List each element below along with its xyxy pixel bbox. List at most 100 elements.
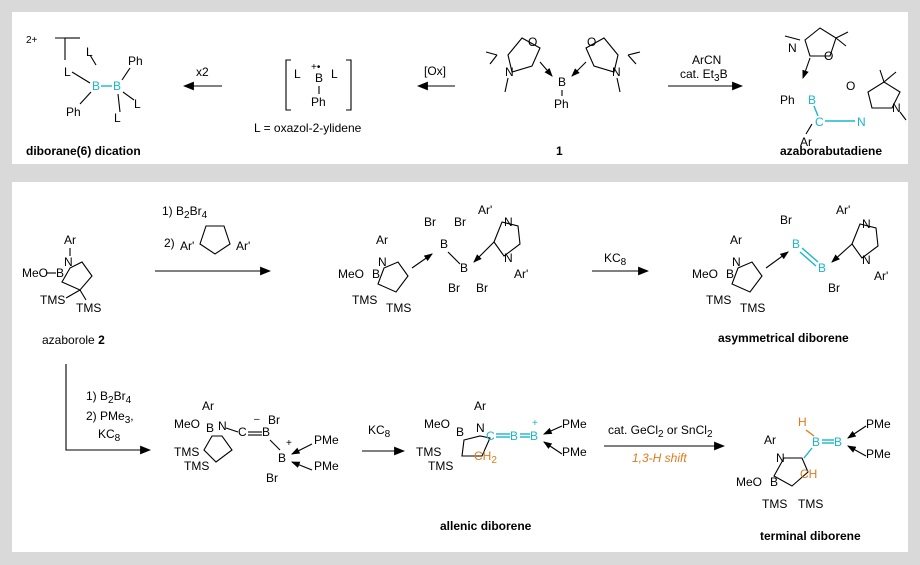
svg-text:B: B	[792, 237, 800, 251]
svg-text:N: N	[862, 253, 871, 267]
radical-cation-structure: L +• B L Ph L = oxazol-2-ylidene	[254, 59, 362, 135]
svg-text:B: B	[530, 429, 538, 443]
svg-text:Br: Br	[266, 471, 278, 485]
svg-text:TMS: TMS	[740, 301, 765, 315]
svg-text:N: N	[504, 215, 513, 229]
svg-text:CH: CH	[800, 467, 817, 481]
oxidation-label: [Ox]	[424, 64, 446, 78]
svg-text:O: O	[846, 79, 855, 93]
svg-text:N: N	[892, 101, 901, 115]
asymmetrical-diborene-structure: Ar N B MeO TMS TMS B Br B Br Ar' N N Ar'…	[692, 203, 888, 345]
svg-text:B: B	[372, 267, 380, 281]
svg-text:N: N	[504, 251, 513, 265]
svg-text:+•: +•	[311, 62, 321, 73]
dication-label: diborane(6) dication	[26, 144, 141, 158]
svg-text:CH2: CH2	[474, 449, 497, 466]
svg-text:Br: Br	[448, 281, 460, 295]
svg-text:Br: Br	[828, 281, 840, 295]
arcn-label: ArCN	[692, 53, 721, 67]
svg-text:B: B	[206, 421, 214, 435]
svg-text:C: C	[815, 115, 824, 129]
svg-text:B: B	[278, 451, 286, 465]
svg-text:B: B	[510, 429, 518, 443]
compound-1-structure: O N O N B Ph 1	[485, 35, 641, 158]
svg-text:L: L	[86, 45, 93, 59]
svg-text:Ar: Ar	[474, 399, 486, 413]
svg-text:L: L	[134, 97, 141, 111]
azaborole-label: azaborole 2	[42, 333, 105, 347]
svg-text:TMS: TMS	[184, 459, 209, 473]
svg-text:Ar: Ar	[764, 433, 776, 447]
svg-text:TMS: TMS	[386, 301, 411, 315]
svg-text:O: O	[824, 49, 833, 63]
svg-text:TMS: TMS	[416, 445, 441, 459]
top-panel	[12, 12, 908, 164]
svg-text:PMe: PMe	[562, 445, 587, 459]
svg-text:Br: Br	[424, 215, 436, 229]
svg-text:B: B	[113, 79, 121, 93]
svg-text:B: B	[808, 93, 816, 107]
svg-text:B: B	[56, 266, 64, 280]
terminal-diborene-structure: H B B PMe PMe Ar N B MeO CH TMS TMS term…	[736, 415, 891, 543]
svg-text:TMS: TMS	[762, 497, 787, 511]
svg-text:B: B	[440, 237, 448, 251]
zwitterionic-intermediate: Ar N B MeO TMS TMS C – B Br + B PMe PMe …	[174, 399, 339, 485]
svg-text:B: B	[818, 261, 826, 275]
nhc-diboryl-adduct: Ar N B MeO TMS TMS B Br Br B Br Br Ar' N…	[338, 203, 528, 315]
svg-text:Ar': Ar'	[874, 269, 888, 283]
svg-text:Br: Br	[780, 213, 792, 227]
svg-text:Ph: Ph	[128, 54, 143, 68]
allenic-diborene-label: allenic diborene	[440, 519, 532, 533]
route-step2-label: 2) PMe3,	[86, 409, 134, 426]
svg-text:B: B	[262, 425, 270, 439]
svg-text:B: B	[456, 425, 464, 439]
svg-text:B: B	[558, 75, 566, 89]
svg-text:Ar': Ar'	[180, 239, 194, 253]
svg-text:N: N	[476, 421, 485, 435]
svg-text:O: O	[587, 35, 596, 49]
bottom-panel	[12, 182, 908, 552]
svg-text:Ar: Ar	[64, 233, 76, 247]
svg-text:Ar': Ar'	[236, 239, 250, 253]
svg-text:B: B	[92, 79, 100, 93]
svg-text:L: L	[331, 67, 338, 81]
step1-label: 1) B2Br4	[162, 204, 208, 221]
pme3-route-arrow	[65, 364, 152, 455]
svg-text:N: N	[505, 65, 514, 79]
svg-text:Ar: Ar	[376, 233, 388, 247]
svg-text:N: N	[857, 115, 866, 129]
x2-label: x2	[196, 65, 209, 79]
svg-text:TMS: TMS	[706, 293, 731, 307]
svg-text:Ar: Ar	[800, 135, 812, 149]
svg-text:Ar': Ar'	[514, 267, 528, 281]
svg-text:B: B	[770, 475, 778, 489]
catalyst-ge-sn-label: cat. GeCl2 or SnCl2	[608, 423, 713, 440]
svg-text:N: N	[788, 41, 797, 55]
allenic-diborene-structure: Ar N B MeO TMS TMS CH2 C B B + PMe PMe a…	[416, 399, 587, 533]
svg-text:N: N	[612, 65, 621, 79]
svg-text:+: +	[286, 438, 292, 449]
hshift-label: 1,3-H shift	[632, 451, 687, 465]
svg-text:Ar: Ar	[730, 233, 742, 247]
svg-text:N: N	[378, 255, 387, 269]
svg-text:Br: Br	[476, 281, 488, 295]
svg-text:MeO: MeO	[424, 417, 450, 431]
svg-text:H: H	[798, 415, 807, 429]
svg-text:+: +	[532, 418, 538, 429]
svg-text:L: L	[294, 67, 301, 81]
svg-text:TMS: TMS	[40, 293, 65, 307]
svg-text:B: B	[812, 435, 820, 449]
svg-text:B: B	[460, 261, 468, 275]
asymmetrical-diborene-label: asymmetrical diborene	[718, 331, 849, 345]
svg-text:PMe: PMe	[314, 433, 339, 447]
svg-text:2+: 2+	[26, 35, 38, 46]
svg-text:TMS: TMS	[428, 459, 453, 473]
svg-text:PMe: PMe	[866, 417, 891, 431]
azaborabutadiene-label: azaborabutadiene	[780, 144, 882, 158]
svg-text:Ph: Ph	[66, 105, 81, 119]
svg-text:Ph: Ph	[311, 95, 326, 109]
svg-text:MeO: MeO	[174, 417, 200, 431]
svg-text:O: O	[528, 35, 537, 49]
svg-text:PMe: PMe	[314, 459, 339, 473]
